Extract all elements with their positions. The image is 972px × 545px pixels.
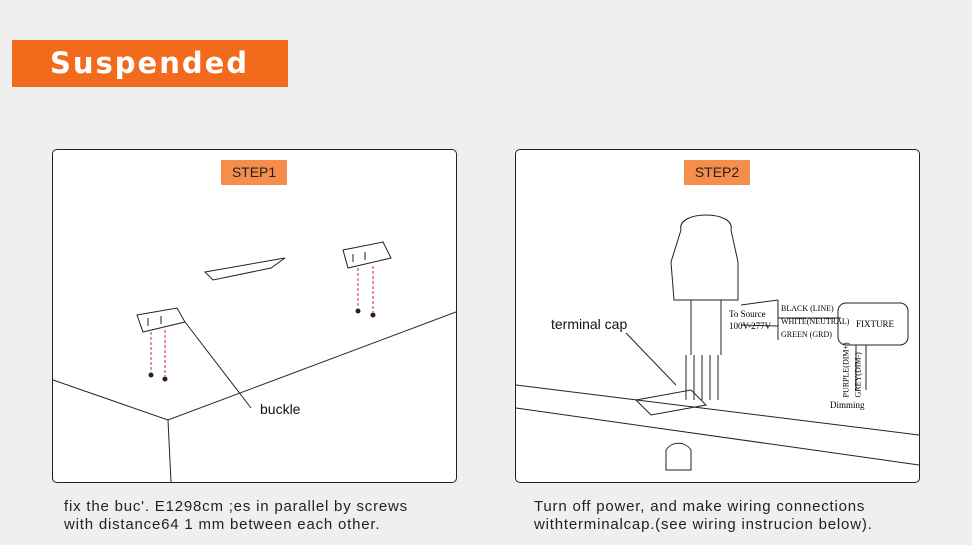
wire-purple: PURPLE(DIM+) [841,342,851,398]
wire-green: GREEN (GRD) [781,330,832,339]
step1-caption-line1: fix the buc'. E1298cm ;es in parallel by… [64,498,408,515]
wiring-voltage: 100V-277V [729,321,772,331]
terminal-cap-label: terminal cap [551,316,628,332]
wiring-source: To Source [729,309,766,319]
wire-black: BLACK (LINE) [781,304,834,313]
step1-panel: STEP1 buckle [52,149,457,483]
fixture-label: FIXTURE [856,319,894,329]
step2-caption-line2: withterminalcap.(see wiring instrucion b… [534,516,873,533]
wire-white: WHITE(NEUTRAL) [781,317,850,326]
dimming-label: Dimming [830,400,865,410]
step1-caption-line2: with distance64 1 mm between each other. [64,516,381,533]
wire-grey: GREY(DIM-) [853,352,863,398]
step2-badge: STEP2 [684,160,750,185]
step2-caption: Turn off power, and make wiring connecti… [534,498,873,534]
step1-caption: fix the buc'. E1298cm ;es in parallel by… [64,498,408,534]
step2-panel: STEP2 terminal cap To Source 100V-277V B… [515,149,920,483]
step2-illustration [516,214,919,471]
step1-illustration [53,241,456,482]
section-title: Suspended [12,40,288,87]
step1-badge: STEP1 [221,160,287,185]
buckle-label: buckle [260,401,301,417]
step2-caption-line1: Turn off power, and make wiring connecti… [534,498,866,515]
